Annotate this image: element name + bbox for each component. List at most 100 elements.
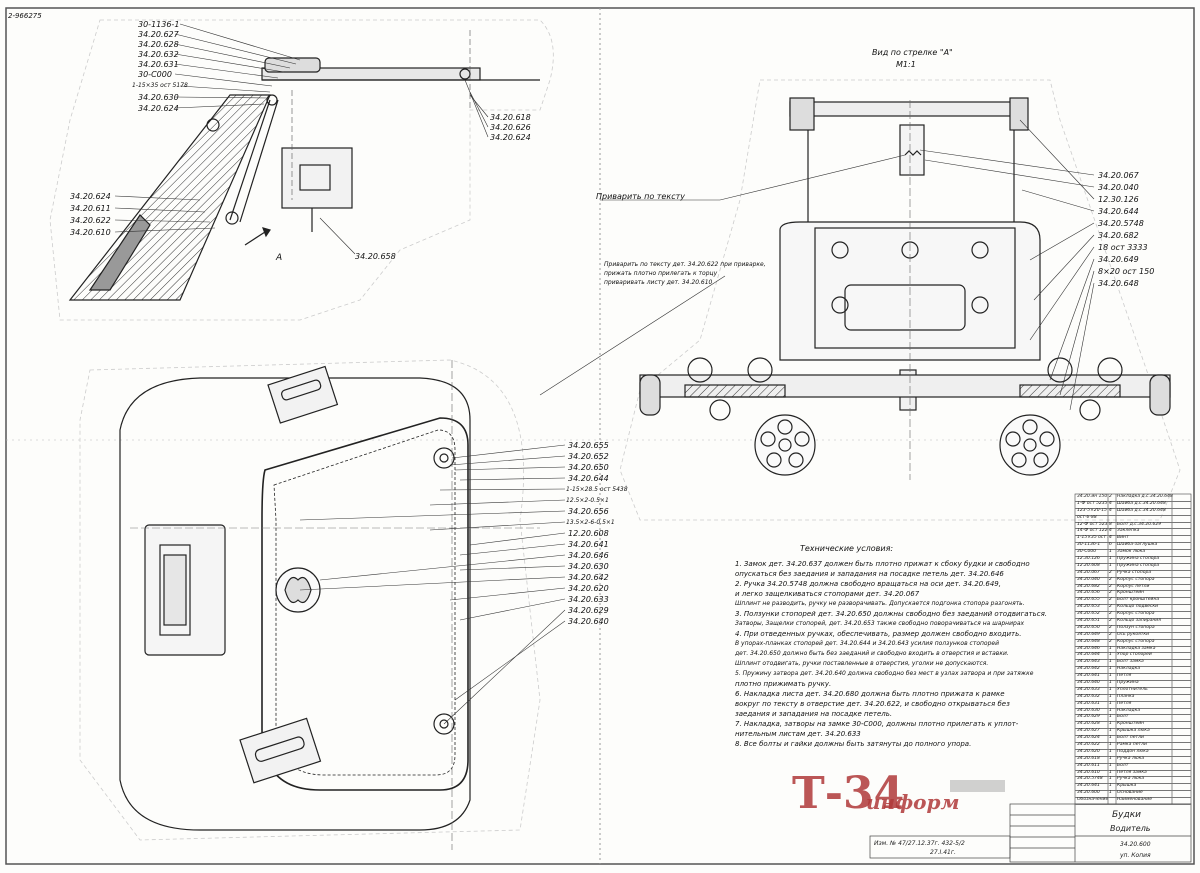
weld-note-2-line: Приварить по тексту дет. 34.20.622 при п… [604, 261, 766, 268]
tech-note: 6. Накладка листа дет. 34.20.680 должна … [735, 690, 1005, 698]
part-number: 123-5×20-15 [1077, 507, 1107, 513]
part-qty: 1 [1109, 728, 1112, 734]
part-number: 34.20.646 [1077, 645, 1100, 651]
section-view-top-left [49, 19, 554, 321]
callout-label: 34.20.641 [568, 540, 609, 549]
callout-label: 34.20.624 [70, 192, 111, 201]
tech-note: 1. Замок дет. 34.20.637 должен быть плот… [735, 560, 1030, 568]
part-qty: 2 [1109, 631, 1112, 637]
part-qty: 4 [1109, 528, 1112, 534]
callout-label: 12.30.126 [1098, 195, 1139, 204]
part-name: Кольцо запирания [1117, 618, 1161, 623]
part-qty: 8 [1109, 521, 1112, 527]
callout-label: 8×20 ост 150 [1098, 267, 1155, 276]
tech-note: 7. Накладка, затворы на замке 30-С000, д… [735, 720, 1019, 728]
tech-note: и легко защелкиваться стопорами дет. 34.… [735, 590, 920, 598]
part-name: Винт [1117, 535, 1129, 541]
callout-label: 34.20.633 [568, 595, 609, 604]
callout-label: 34.20.650 [568, 463, 609, 472]
part-name: Кронштейн [1117, 721, 1145, 727]
part-number: 34.20.624 [1077, 735, 1100, 741]
tech-note: В упорах-планках стопорей дет. 34.20.644… [735, 640, 999, 647]
part-name: Накладка [1117, 666, 1141, 672]
part-name: Кольцо подвески [1117, 604, 1159, 610]
watermark-logo: Т-34 [792, 768, 905, 819]
part-qty: 1 [1109, 556, 1112, 561]
part-name: Накладка д.с.34.20.648 [1117, 494, 1173, 499]
part-name: Основание [1117, 790, 1143, 796]
part-name: Болт кронштейна [1117, 597, 1160, 603]
part-name: Петля [1117, 700, 1132, 706]
part-name: Накладка [1117, 707, 1141, 713]
parts-list-row: 34.20.649 2 Ось рукоятки [1075, 632, 1191, 640]
tech-note: 3. Ползунки стопорей дет. 34.20.650 долж… [735, 610, 1048, 618]
part-name: Шайба-заглушка [1117, 542, 1158, 548]
part-name: Уплотнитель [1117, 686, 1148, 692]
callout-label: 34.20.622 [70, 216, 111, 225]
callout-label: 34.20.067 [1098, 171, 1139, 180]
tech-note: опускаться без заедания и западания на п… [735, 570, 1004, 578]
callout-label: 34.20.624 [138, 104, 179, 113]
part-name: Шайба д.с.34.20.648 [1117, 500, 1166, 506]
part-qty: 1 [1109, 673, 1112, 679]
callout-label: 34.20.658 [355, 252, 396, 261]
part-number: 34.20.610 [1077, 769, 1100, 775]
part-number: ост-6-88 [1077, 514, 1097, 520]
view-scale: М1:1 [896, 60, 916, 69]
part-name: Ось рукоятки [1117, 631, 1150, 637]
part-number: 34.20.644 [1077, 652, 1100, 658]
callout-label: 18 ост 3333 [1098, 243, 1148, 252]
title-block-code: 34.20.600 [1120, 841, 1151, 848]
part-qty: 2 [1109, 638, 1112, 644]
part-name: Болт д.с.34.20.629 [1117, 521, 1162, 527]
weld-note: Приварить по тексту [596, 192, 685, 201]
leader-lines-top-left [114, 23, 489, 255]
callout-label: 34.20.630 [568, 562, 609, 571]
part-qty: 2 [1109, 618, 1112, 623]
part-number: 30-С000 [1077, 549, 1097, 555]
tech-note: 4. При отведенных ручках, обеспечивать, … [735, 630, 1022, 638]
weld-note-2-line: прижать плотно прилегать к торцу [604, 270, 718, 277]
part-name: Поддон люка [1117, 748, 1149, 754]
part-name: Крышка люка [1117, 728, 1150, 734]
part-number: 34.20.630 [1077, 707, 1100, 713]
part-qty: 1 [1109, 707, 1112, 713]
callout-label: 12.5×2-0.5×1 [566, 497, 609, 504]
part-number: 34.20.648 [1077, 638, 1100, 644]
part-name: Ручка люка [1117, 776, 1145, 782]
callout-label: 34.20.620 [568, 584, 609, 593]
part-qty: 1 [1109, 714, 1112, 720]
part-number: 34.20.622 [1077, 742, 1100, 747]
part-name: Пружина [1117, 680, 1139, 685]
callout-label: 34.20.611 [70, 204, 111, 213]
arrow-a-label: А [276, 253, 283, 263]
part-qty: 2 [1109, 576, 1112, 582]
callout-label: 34.20.649 [1098, 255, 1139, 264]
part-number: 34.20.682 [1077, 583, 1100, 589]
part-number: 34.20.649 [1077, 631, 1100, 637]
part-number: 34.20.642 [1077, 666, 1100, 672]
part-name: Планка [1117, 693, 1135, 699]
part-number: 14-Ф ост 1220 [1077, 528, 1108, 534]
part-name: Рамка петли [1117, 742, 1147, 747]
part-qty: 1 [1109, 790, 1112, 796]
parts-list-row: ост-6-88 [1075, 515, 1191, 523]
part-qty: 2 [1109, 604, 1112, 610]
